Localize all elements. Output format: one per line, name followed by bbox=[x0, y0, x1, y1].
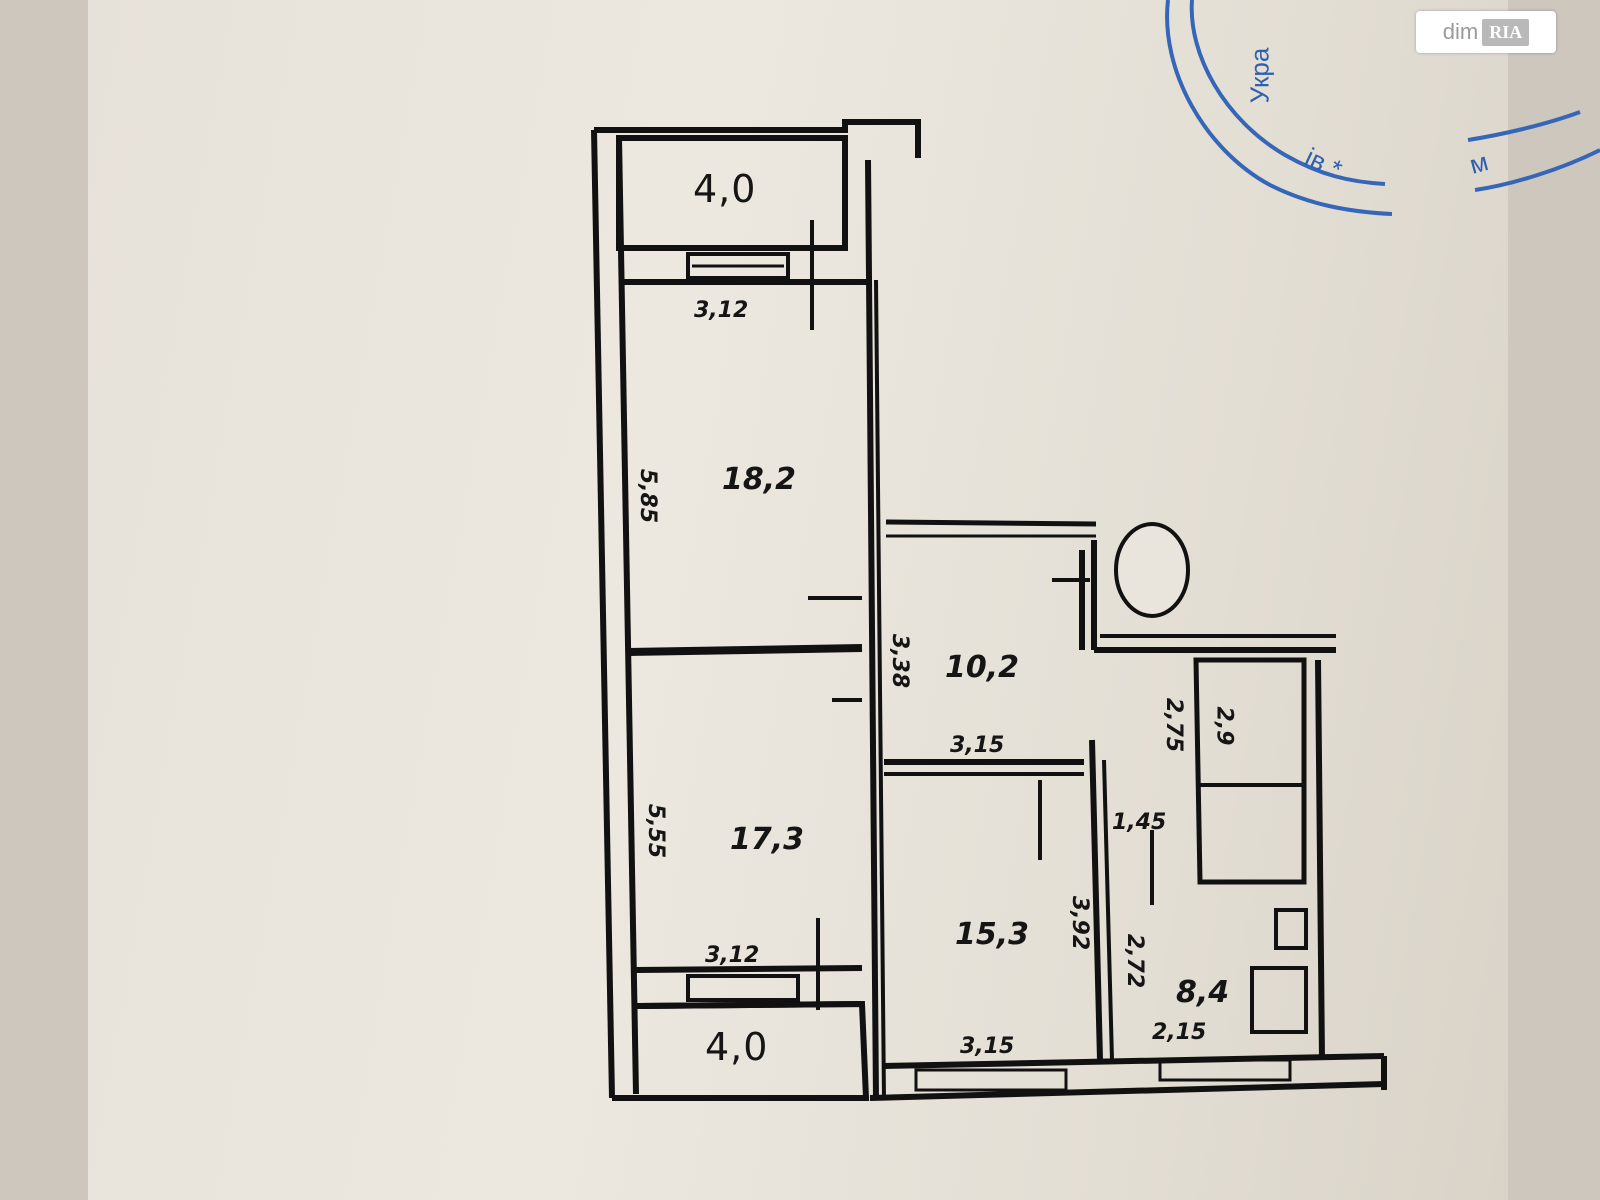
room-label-bottom: 17,3 bbox=[730, 822, 805, 857]
watermark-badge: RIA bbox=[1482, 18, 1530, 46]
bathroom-outline bbox=[1193, 657, 1307, 885]
outer-wall-left bbox=[594, 119, 921, 158]
dim-room-mid-width: 3,15 bbox=[960, 1034, 1015, 1059]
watermark-brand: dim bbox=[1442, 19, 1479, 44]
room-label-balcony-top: 4,0 bbox=[693, 167, 757, 211]
balcony-bottom-outline bbox=[612, 1000, 870, 1101]
dim-corridor: 1,45 bbox=[1112, 810, 1167, 835]
dim-bottom-width: 3,12 bbox=[705, 943, 760, 968]
stove bbox=[1250, 966, 1308, 1034]
balcony-top-outline bbox=[616, 135, 848, 251]
dim-kitchen-side: 2,72 bbox=[1122, 933, 1148, 989]
window-bottom bbox=[686, 974, 800, 1002]
room-label-mid: 15,3 bbox=[955, 917, 1030, 952]
dim-hall-width: 3,15 bbox=[950, 733, 1005, 758]
column-blob bbox=[1114, 522, 1190, 618]
room-label-balcony-bottom: 4,0 bbox=[705, 1025, 769, 1069]
dim-bottom-height: 5,55 bbox=[643, 803, 669, 859]
window-room-mid bbox=[914, 1068, 1068, 1092]
window-top bbox=[686, 252, 790, 280]
dim-hall-side: 3,38 bbox=[887, 633, 913, 689]
dim-bath-side: 2,75 bbox=[1161, 697, 1187, 753]
dim-kitchen-width: 2,15 bbox=[1152, 1020, 1207, 1045]
dim-top-width: 3,12 bbox=[694, 298, 749, 323]
window-kitchen bbox=[1158, 1058, 1292, 1082]
sink bbox=[1274, 908, 1308, 950]
room-label-bathroom: 2,9 bbox=[1211, 706, 1237, 746]
room-label-kitchen: 8,4 bbox=[1176, 975, 1230, 1010]
room-label-top: 18,2 bbox=[722, 462, 797, 497]
room-label-hall: 10,2 bbox=[945, 650, 1020, 685]
dimria-watermark: dim RIA bbox=[1416, 11, 1556, 53]
dim-room-mid-height: 3,92 bbox=[1067, 895, 1093, 951]
dim-top-height: 5,85 bbox=[635, 468, 661, 524]
